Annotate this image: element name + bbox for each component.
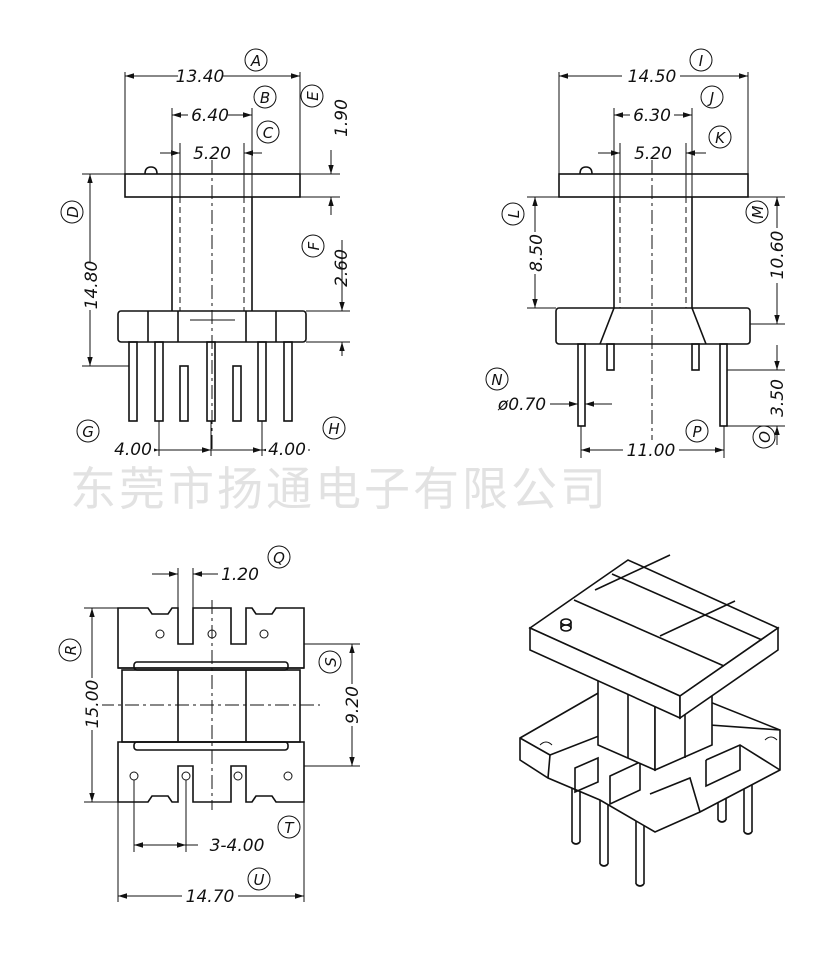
company-watermark: 东莞市扬通电子有限公司 bbox=[70, 462, 609, 516]
label-r: R bbox=[62, 645, 80, 655]
dim-o-value: 3.50 bbox=[768, 379, 788, 417]
label-m: M bbox=[749, 205, 767, 218]
label-s: S bbox=[322, 657, 340, 667]
dim-k-value: 5.20 bbox=[634, 144, 672, 164]
isometric-view bbox=[519, 554, 781, 887]
dim-e-value: 1.90 bbox=[332, 99, 352, 137]
label-b: B bbox=[260, 89, 270, 107]
label-f: F bbox=[305, 241, 323, 250]
dim-t-value: 3-4.00 bbox=[210, 836, 265, 856]
top-view: 1.20 Q 15.00 R 9.20 S 3-4.00 T 14.70 bbox=[58, 545, 363, 907]
label-q: Q bbox=[273, 549, 285, 567]
dim-p-value: 11.00 bbox=[627, 441, 676, 461]
dim-c-value: 5.20 bbox=[193, 144, 231, 164]
label-e: E bbox=[304, 91, 322, 101]
label-i: I bbox=[699, 52, 704, 70]
dim-m-value: 10.60 bbox=[768, 231, 788, 280]
dim-s-value: 9.20 bbox=[343, 686, 363, 724]
front-view: 13.40 A 6.40 B 5.20 C 1.90 E 2.60 bbox=[60, 48, 352, 460]
dim-h-value: 4.00 bbox=[268, 440, 306, 460]
label-k: K bbox=[715, 129, 726, 147]
label-d: D bbox=[64, 206, 82, 218]
label-l: L bbox=[505, 210, 523, 218]
label-n: N bbox=[491, 371, 502, 389]
front-pins bbox=[128, 341, 293, 422]
side-view: 14.50 I 6.30 J 5.20 K 8.50 L 10.60 bbox=[485, 48, 788, 461]
label-j: J bbox=[707, 89, 714, 107]
dim-j-value: 6.30 bbox=[633, 106, 671, 126]
dim-n-value: ø0.70 bbox=[497, 395, 546, 415]
dim-r-value: 15.00 bbox=[83, 680, 103, 729]
dim-i-value: 14.50 bbox=[628, 67, 677, 87]
dim-f-value: 2.60 bbox=[332, 249, 352, 287]
dim-l-value: 8.50 bbox=[527, 234, 547, 272]
dim-b-value: 6.40 bbox=[191, 106, 229, 126]
label-g: G bbox=[82, 423, 94, 441]
dim-g-value: 4.00 bbox=[114, 440, 152, 460]
dim-u-value: 14.70 bbox=[186, 887, 235, 907]
dim-q-value: 1.20 bbox=[221, 565, 259, 585]
label-h: H bbox=[328, 420, 339, 438]
label-o: O bbox=[756, 431, 774, 443]
label-c: C bbox=[263, 124, 274, 142]
label-u: U bbox=[254, 871, 265, 889]
dim-d-value: 14.80 bbox=[82, 261, 102, 310]
label-p: P bbox=[692, 423, 702, 441]
dim-a-value: 13.40 bbox=[176, 67, 225, 87]
label-t: T bbox=[284, 819, 295, 837]
label-a: A bbox=[250, 52, 261, 70]
